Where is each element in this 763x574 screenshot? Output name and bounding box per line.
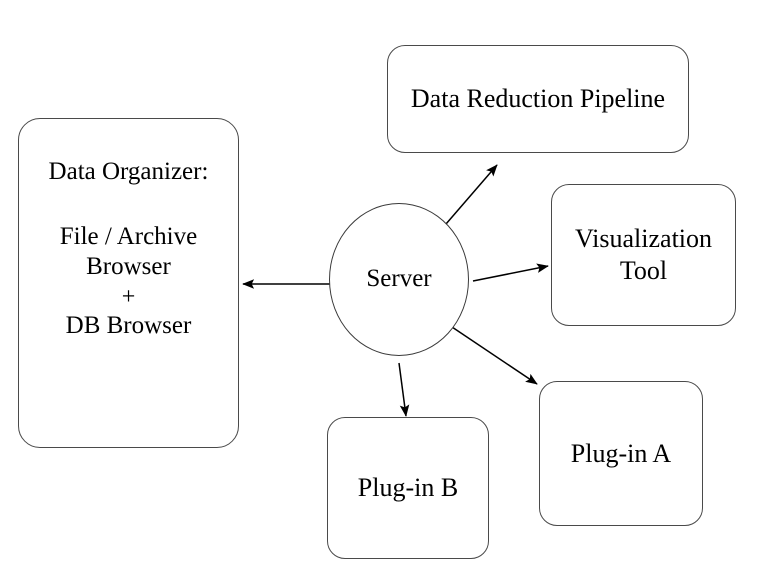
arrow-server-to-plugin-a (451, 326, 538, 385)
node-plugin-a-label: Plug-in A (570, 438, 672, 468)
node-server[interactable]: Server (329, 203, 469, 356)
node-data-organizer-line-1: File / Archive (59, 222, 198, 250)
node-data-organizer-body: File / Archive Browser + DB Browser (60, 222, 197, 342)
node-data-organizer-line-3: + (121, 283, 136, 310)
arrow-server-to-plugin-b (398, 362, 410, 417)
node-data-reduction-pipeline-label: Data Reduction Pipeline (410, 84, 666, 114)
arrow-server-to-visualization (472, 263, 549, 282)
node-plugin-b[interactable]: Plug-in B (327, 417, 489, 559)
node-data-organizer-line-4: DB Browser (65, 311, 192, 339)
arrow-server-to-pipeline (445, 164, 498, 225)
node-plugin-b-label: Plug-in B (357, 473, 459, 503)
node-visualization-tool-line-2: Tool (619, 256, 668, 285)
node-plugin-a[interactable]: Plug-in A (539, 381, 703, 526)
node-data-organizer-title: Data Organizer: (48, 158, 209, 185)
node-visualization-tool[interactable]: Visualization Tool (551, 184, 736, 326)
node-data-reduction-pipeline[interactable]: Data Reduction Pipeline (387, 45, 689, 153)
node-data-organizer-line-2: Browser (86, 253, 171, 280)
node-server-label: Server (366, 265, 432, 293)
node-visualization-tool-line-1: Visualization (574, 224, 713, 254)
node-data-organizer[interactable]: Data Organizer: File / Archive Browser +… (18, 118, 239, 448)
